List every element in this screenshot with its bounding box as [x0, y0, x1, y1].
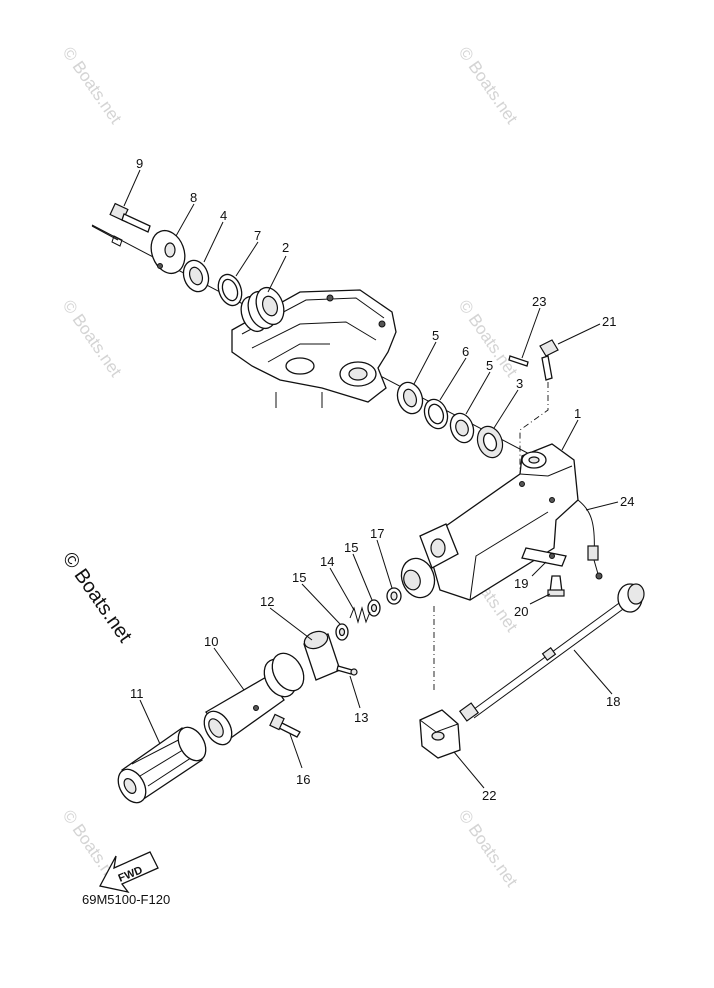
callout-15b: 15	[292, 570, 306, 585]
part-20-screw	[547, 575, 565, 597]
part-8-plate	[150, 229, 186, 275]
part-2-bushing	[240, 286, 285, 333]
watermark-top-left: © Boats.net	[59, 43, 126, 127]
callout-15a: 15	[344, 540, 358, 555]
callout-3: 3	[516, 376, 523, 391]
part-15-washer-a	[367, 599, 381, 617]
leader-24	[585, 501, 619, 511]
part-9-bolt	[109, 202, 151, 233]
watermark-prominent: © Boats.net	[58, 548, 136, 647]
callout-12: 12	[260, 594, 274, 609]
callout-18: 18	[606, 694, 620, 709]
watermark-group: © Boats.net © Boats.net © Boats.net © Bo…	[59, 43, 522, 890]
watermark-bottom-right: © Boats.net	[455, 806, 522, 890]
drawing-code: 69M5100-F120	[82, 892, 170, 907]
leader-9	[123, 169, 141, 207]
leader-3	[493, 389, 519, 429]
leader-7	[235, 241, 259, 277]
part-3-washer	[476, 425, 504, 459]
callout-7: 7	[254, 228, 261, 243]
leader-4	[203, 221, 224, 263]
callout-6: 6	[462, 344, 469, 359]
leader-14	[329, 567, 355, 611]
leader-23	[521, 307, 541, 359]
leader-12	[269, 607, 313, 641]
callout-10: 10	[204, 634, 218, 649]
callout-1: 1	[574, 406, 581, 421]
part-7-o-ring	[217, 273, 243, 307]
callout-19: 19	[514, 576, 528, 591]
part-5-washer-a	[396, 381, 424, 415]
part-13-screw	[336, 665, 358, 676]
leader-19	[531, 561, 547, 577]
leader-21	[557, 323, 601, 345]
leader-2	[267, 255, 287, 293]
callout-labels: 1 2 3 4 5 5 6 7 8 9 10 11 12 13 14 15 15…	[130, 156, 634, 803]
callout-11: 11	[130, 686, 144, 701]
guide-line-21	[519, 382, 549, 470]
leader-5a	[413, 341, 437, 385]
part-23-pin	[508, 355, 529, 367]
callout-8: 8	[190, 190, 197, 205]
callout-13: 13	[354, 710, 368, 725]
callout-9: 9	[136, 156, 143, 171]
leader-15b	[301, 583, 341, 625]
leader-5b	[465, 371, 491, 415]
part-1-handle-bracket	[400, 443, 579, 601]
leader-15a	[352, 553, 373, 601]
leader-lines	[123, 169, 619, 789]
leader-8	[175, 203, 195, 237]
part-4-washer	[182, 259, 210, 293]
part-12-collar	[303, 630, 341, 681]
leader-6	[439, 357, 467, 401]
callout-21: 21	[602, 314, 616, 329]
callout-14: 14	[320, 554, 334, 569]
part-17-bushing	[386, 587, 402, 605]
watermark-mid-left: © Boats.net	[59, 296, 126, 380]
leader-20	[529, 593, 551, 605]
callout-5a: 5	[432, 328, 439, 343]
part-15-washer-b	[335, 623, 349, 641]
leader-1	[561, 419, 579, 451]
part-19-plate	[521, 547, 567, 567]
part-14-spring	[349, 606, 371, 624]
cable-end	[91, 225, 123, 247]
callout-5b: 5	[486, 358, 493, 373]
part-22-bracket	[419, 709, 461, 759]
leader-22	[453, 751, 485, 789]
part-24-wire	[577, 499, 603, 580]
callout-17: 17	[370, 526, 384, 541]
leader-18	[573, 649, 613, 695]
part-6-clip	[423, 398, 449, 430]
callout-20: 20	[514, 604, 528, 619]
part-10-throttle-tube	[203, 652, 305, 746]
callout-4: 4	[220, 208, 227, 223]
part-11-grip	[117, 726, 207, 804]
part-5-washer-b	[449, 412, 475, 444]
watermark-top-right: © Boats.net	[455, 43, 522, 127]
part-21-grease-nipple	[539, 339, 559, 381]
leader-13	[349, 675, 361, 709]
callout-16: 16	[296, 772, 310, 787]
part-16-screw	[269, 713, 301, 738]
callout-23: 23	[532, 294, 546, 309]
leader-11	[139, 699, 161, 745]
callout-22: 22	[482, 788, 496, 803]
leader-16	[289, 733, 303, 769]
leader-10	[213, 647, 245, 691]
callout-2: 2	[282, 240, 289, 255]
callout-24: 24	[620, 494, 634, 509]
leader-17	[376, 539, 393, 589]
part-18-throttle-shaft	[458, 583, 645, 722]
